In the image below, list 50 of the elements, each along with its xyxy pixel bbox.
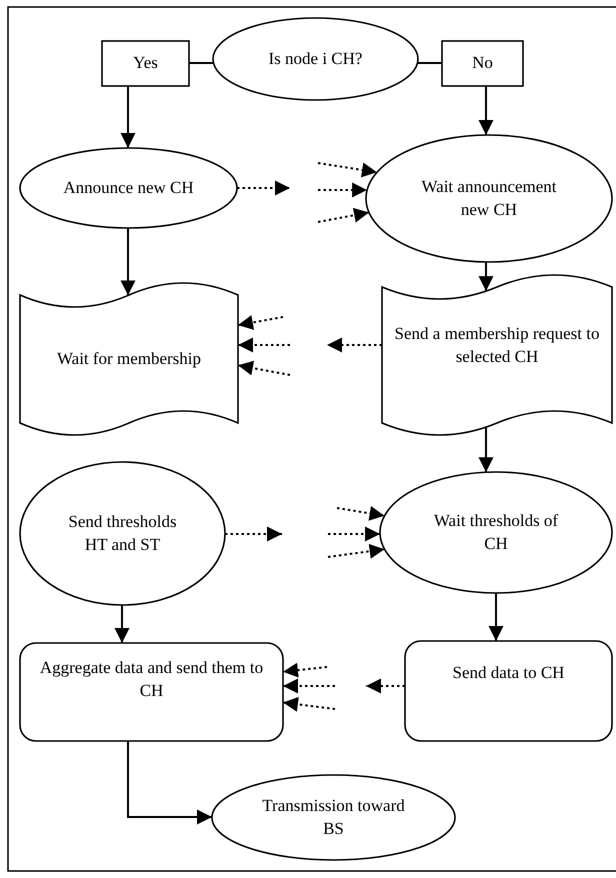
dotted-arrow (283, 678, 335, 694)
node-text: Wait thresholds of CH (432, 510, 560, 554)
arrow (120, 228, 136, 296)
dotted-arrow (328, 526, 380, 542)
ellipse-node (20, 148, 237, 228)
dotted-arrow (318, 182, 368, 198)
dotted-arrow (328, 544, 385, 559)
arrow (488, 593, 504, 641)
dotted-arrow (282, 696, 336, 712)
arrow (127, 741, 212, 824)
ellipse-node (212, 775, 455, 860)
arrow (478, 262, 494, 292)
arrow (114, 605, 130, 643)
dotted-arrow (318, 162, 378, 178)
label-box (442, 41, 523, 86)
dotted-arrow (366, 678, 405, 694)
node-text: Send a membership request to selected CH (394, 323, 600, 368)
ellipse-node (213, 18, 418, 100)
node-text: No (472, 52, 493, 74)
connector-line (418, 62, 442, 64)
dotted-arrow (318, 208, 370, 223)
ellipse-node (380, 472, 612, 593)
rounded-box (20, 643, 283, 741)
dotted-arrow (225, 526, 282, 542)
dotted-arrow (237, 180, 290, 196)
rounded-box (405, 641, 612, 741)
dotted-arrow (336, 506, 385, 521)
ellipse-node (20, 462, 225, 605)
node-text: Wait announcement new CH (420, 176, 558, 220)
label-box (102, 41, 189, 86)
arrow (478, 427, 494, 472)
document-shape (20, 283, 238, 435)
node-text: Is node i CH? (268, 48, 362, 70)
dotted-arrow (238, 338, 290, 352)
node-text: Aggregate data and send them to CH (38, 657, 264, 702)
node-text: Yes (133, 52, 158, 74)
node-text: Send thresholds HT and ST (67, 510, 178, 556)
dotted-arrow (327, 338, 382, 352)
arrow (478, 86, 494, 136)
node-text: Send data to CH (452, 662, 564, 684)
node-text: Wait for membership (56, 348, 202, 370)
document-shape (382, 275, 612, 435)
node-text: Announce new CH (63, 176, 194, 199)
dotted-arrow (238, 360, 290, 376)
node-text: Transmission toward BS (261, 794, 406, 840)
arrow (120, 86, 136, 148)
dotted-arrow (238, 315, 284, 330)
connector-line (189, 62, 214, 64)
dotted-arrow (282, 662, 328, 678)
ellipse-node (366, 135, 612, 262)
